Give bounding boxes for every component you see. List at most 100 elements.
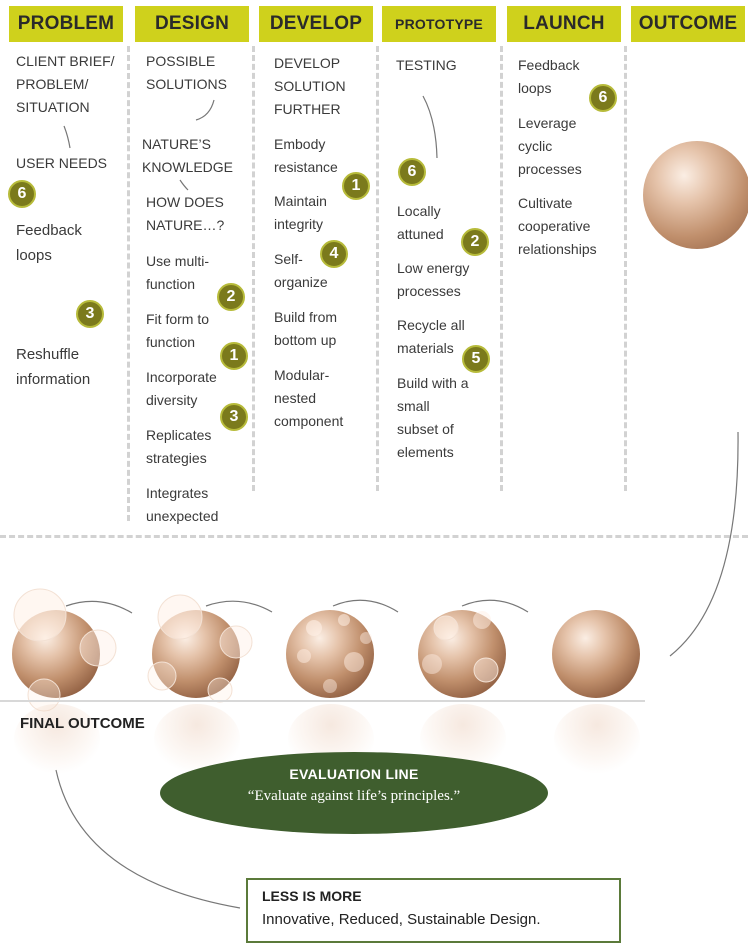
design-text: function	[146, 276, 196, 292]
design-text: diversity	[146, 392, 198, 408]
design-text: NATURE’S	[142, 136, 211, 152]
number-badge: 6	[589, 84, 617, 112]
develop-text: bottom up	[274, 332, 337, 348]
evaluation-title: EVALUATION LINE	[289, 766, 419, 782]
prototype-text: attuned	[397, 226, 444, 242]
develop-text: FURTHER	[274, 101, 341, 117]
less-is-more-title: LESS IS MORE	[262, 888, 362, 904]
less-is-more-box: LESS IS MORE Innovative, Reduced, Sustai…	[246, 878, 621, 943]
prototype-text: Recycle all	[397, 317, 465, 333]
develop-text: Embody	[274, 136, 326, 152]
header-launch: LAUNCH	[507, 6, 621, 42]
design-text: Replicates	[146, 427, 212, 443]
prototype-text: TESTING	[396, 57, 457, 73]
sphere-stage-2	[147, 594, 253, 703]
connector-curve	[422, 95, 438, 159]
number-badge: 4	[320, 240, 348, 268]
column-divider	[500, 46, 503, 491]
develop-text: nested	[274, 390, 317, 406]
problem-text: CLIENT BRIEF/	[16, 53, 115, 69]
connector-curve	[65, 600, 133, 614]
launch-text: Leverage	[518, 115, 577, 131]
sphere-reflection	[14, 704, 100, 774]
connector-curve	[179, 179, 189, 191]
sphere-stage-4	[418, 610, 506, 698]
header-problem: PROBLEM	[9, 6, 123, 42]
number-badge: 5	[462, 345, 490, 373]
launch-text: cyclic	[518, 138, 553, 154]
prototype-text: materials	[397, 340, 454, 356]
number-badge: 1	[342, 172, 370, 200]
number-badge: 6	[398, 158, 426, 186]
launch-text: loops	[518, 80, 552, 96]
design-text: SOLUTIONS	[146, 76, 227, 92]
design-text: Integrates	[146, 485, 209, 501]
prototype-text: small	[397, 398, 430, 414]
connector-curve	[195, 99, 215, 121]
design-text: strategies	[146, 450, 207, 466]
prototype-text: Locally	[397, 203, 441, 219]
design-text: NATURE…?	[146, 217, 225, 233]
design-text: Fit form to	[146, 311, 210, 327]
develop-text: Self-	[274, 251, 303, 267]
develop-text: resistance	[274, 159, 338, 175]
launch-text: Feedback	[518, 57, 580, 73]
problem-text: information	[16, 371, 91, 388]
develop-text: SOLUTION	[274, 78, 346, 94]
sphere-stage-5	[552, 610, 640, 698]
launch-text: cooperative	[518, 218, 591, 234]
develop-text: organize	[274, 274, 328, 290]
develop-text: component	[274, 413, 344, 429]
problem-text: Reshuffle	[16, 346, 80, 363]
header-develop: DEVELOP	[259, 6, 373, 42]
launch-text: Cultivate	[518, 195, 573, 211]
header-outcome: OUTCOME	[631, 6, 745, 42]
number-badge: 1	[220, 342, 248, 370]
final-outcome-label: FINAL OUTCOME	[20, 715, 145, 732]
design-text: unexpected	[146, 508, 219, 524]
evaluation-subtitle: “Evaluate against life’s principles.”	[247, 788, 461, 804]
design-text: KNOWLEDGE	[142, 159, 234, 175]
number-badge: 3	[76, 300, 104, 328]
less-is-more-subtitle: Innovative, Reduced, Sustainable Design.	[262, 911, 541, 928]
launch-text: processes	[518, 161, 582, 177]
develop-text: Build from	[274, 309, 338, 325]
column-divider	[624, 46, 627, 491]
design-text: HOW DOES	[146, 194, 224, 210]
problem-text: loops	[16, 247, 52, 264]
evaluation-line-ellipse: EVALUATION LINE “Evaluate against life’s…	[160, 752, 548, 834]
connector-curve	[55, 769, 241, 909]
column-divider	[376, 46, 379, 491]
column-divider	[127, 46, 130, 521]
develop-text: Modular-	[274, 367, 330, 383]
stage-divider	[0, 535, 748, 538]
sphere-stage-3	[286, 610, 374, 698]
number-badge: 2	[217, 283, 245, 311]
sphere-reflection	[554, 704, 640, 774]
header-design: DESIGN	[135, 6, 249, 42]
problem-text: SITUATION	[16, 99, 90, 115]
ground-line	[0, 700, 645, 702]
design-text: POSSIBLE	[146, 53, 216, 69]
prototype-text: processes	[397, 283, 461, 299]
problem-text: USER NEEDS	[16, 155, 108, 171]
prototype-text: subset of	[397, 421, 454, 437]
connector-curve	[669, 431, 739, 657]
problem-text: PROBLEM/	[16, 76, 89, 92]
column-divider	[252, 46, 255, 491]
design-text: Incorporate	[146, 369, 217, 385]
develop-text: Maintain	[274, 193, 327, 209]
connector-curve	[205, 600, 273, 613]
prototype-text: Build with a	[397, 375, 469, 391]
number-badge: 3	[220, 403, 248, 431]
outcome-sphere	[643, 141, 748, 249]
number-badge: 6	[8, 180, 36, 208]
launch-text: relationships	[518, 241, 597, 257]
develop-text: DEVELOP	[274, 55, 341, 71]
number-badge: 2	[461, 228, 489, 256]
design-text: Use multi-	[146, 253, 210, 269]
develop-text: integrity	[274, 216, 324, 232]
design-text: function	[146, 334, 196, 350]
